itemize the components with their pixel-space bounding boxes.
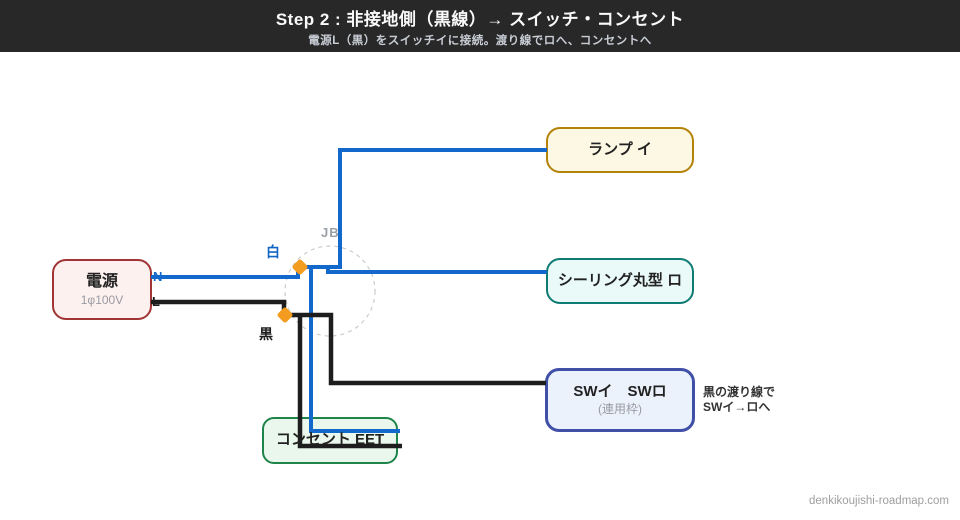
power-source-box xyxy=(52,259,152,320)
lamp-box xyxy=(546,127,694,173)
black-wire-junction-dot xyxy=(277,307,293,323)
crossover-note: 黒の渡り線で SWイ→ロへ xyxy=(703,385,775,415)
switches-box xyxy=(545,368,695,432)
step-title: Step 2 : 非接地側（黒線）→ スイッチ・コンセント xyxy=(275,9,685,29)
black-wire-to-switches xyxy=(286,312,546,386)
crossover-note-line2: SWイ→ロへ xyxy=(703,400,771,414)
white-wire-to-ceiling xyxy=(326,267,547,274)
site-watermark: denkikoujishi-roadmap.com xyxy=(809,495,949,507)
step-subtitle: 電源L（黒）をスイッチイに接続。渡り線でロへ、コンセントへ xyxy=(308,34,652,47)
crossover-note-line1: 黒の渡り線で xyxy=(703,385,776,399)
ceiling-light-box xyxy=(546,258,694,304)
black-wire-to-outlet xyxy=(297,317,402,449)
white-wire-to-lamp xyxy=(300,148,547,269)
step-header: Step 2 : 非接地側（黒線）→ スイッチ・コンセント 電源L（黒）をスイッ… xyxy=(0,0,960,52)
white-wire-from-power xyxy=(151,267,300,279)
black-wire-from-power xyxy=(151,299,287,313)
junction-box-outline xyxy=(284,245,376,337)
white-wire-junction-dot xyxy=(292,259,308,275)
outlet-box xyxy=(262,417,398,464)
white-wire-to-outlet xyxy=(309,267,400,433)
